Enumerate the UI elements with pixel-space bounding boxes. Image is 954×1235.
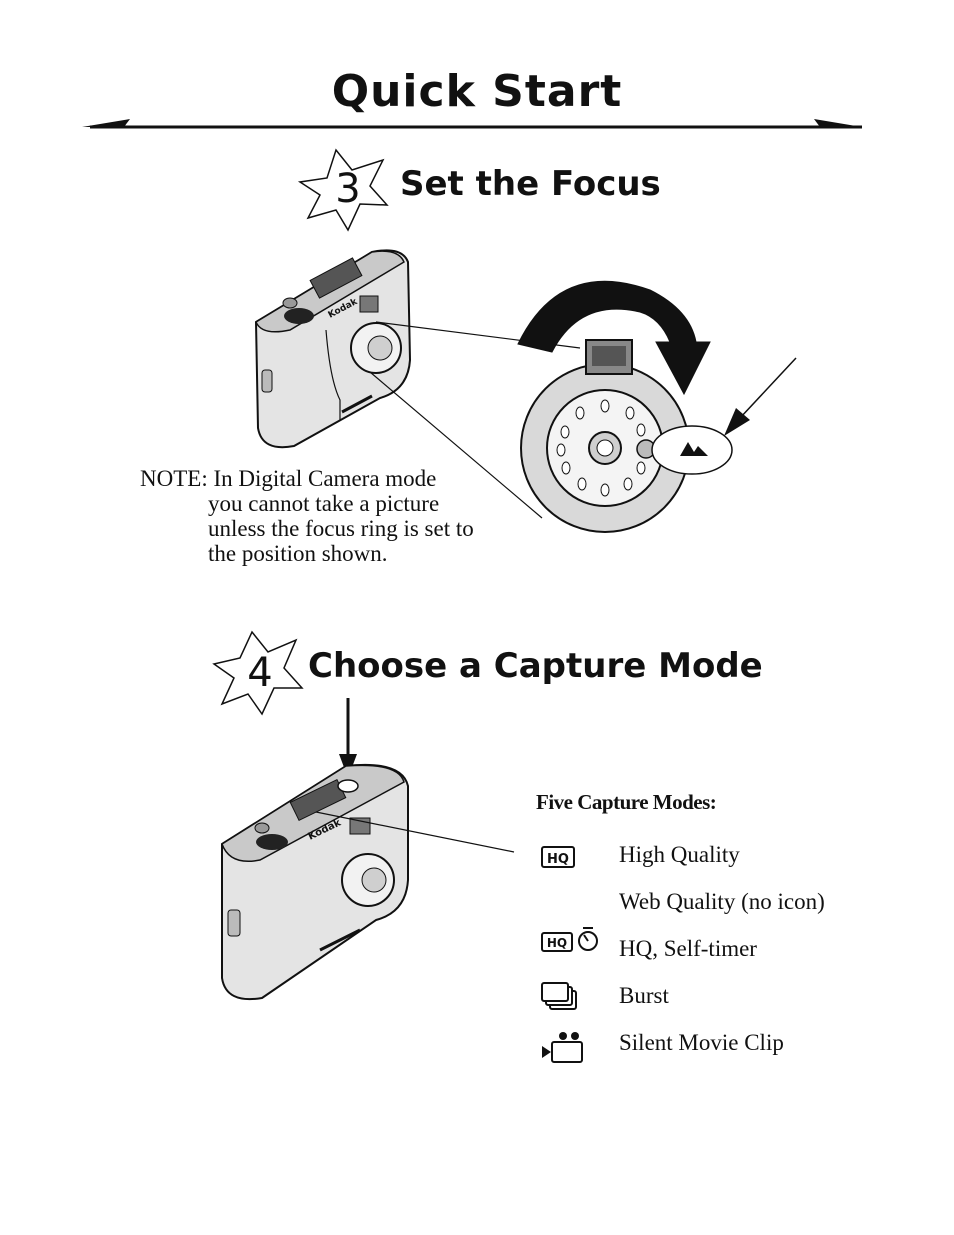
mode-label-burst: Burst	[619, 983, 669, 1008]
camera-illustration-mode	[221, 763, 409, 1000]
movie-clip-icon	[542, 1032, 583, 1063]
page-title: Quick Start	[331, 66, 623, 117]
mode-label-hq-self-timer: HQ, Self-timer	[619, 936, 757, 961]
step3-heading: Set the Focus	[400, 164, 661, 204]
note-line-1: In Digital Camera mode	[213, 466, 437, 491]
focus-note: NOTE: In Digital Camera mode	[140, 466, 436, 491]
title-rule	[82, 119, 862, 129]
hq-icon: HQ	[541, 846, 575, 868]
note-line-4: the position shown.	[208, 541, 388, 566]
hq-self-timer-icon: HQ	[541, 927, 598, 952]
note-line-3: unless the focus ring is set to	[208, 516, 474, 541]
step3-number: 3	[335, 166, 361, 212]
svg-text:HQ: HQ	[547, 852, 569, 867]
step4-number: 4	[247, 650, 273, 696]
note-line-2: you cannot take a picture	[208, 491, 440, 516]
mountain-icon	[680, 442, 708, 456]
modes-title: Five Capture Modes:	[536, 790, 717, 814]
note-lead: NOTE:	[140, 466, 208, 491]
burst-icon	[541, 982, 577, 1010]
step3-star-icon	[297, 148, 389, 232]
step4-star-icon	[212, 630, 304, 716]
mode-label-high-quality: High Quality	[619, 842, 740, 867]
mode-label-movie-clip: Silent Movie Clip	[619, 1030, 784, 1055]
camera-illustration-focus	[254, 249, 412, 449]
step4-heading: Choose a Capture Mode	[308, 646, 763, 686]
svg-text:HQ: HQ	[547, 936, 567, 950]
focus-ring-detail	[517, 280, 797, 533]
mode-label-web-quality: Web Quality (no icon)	[619, 889, 825, 914]
